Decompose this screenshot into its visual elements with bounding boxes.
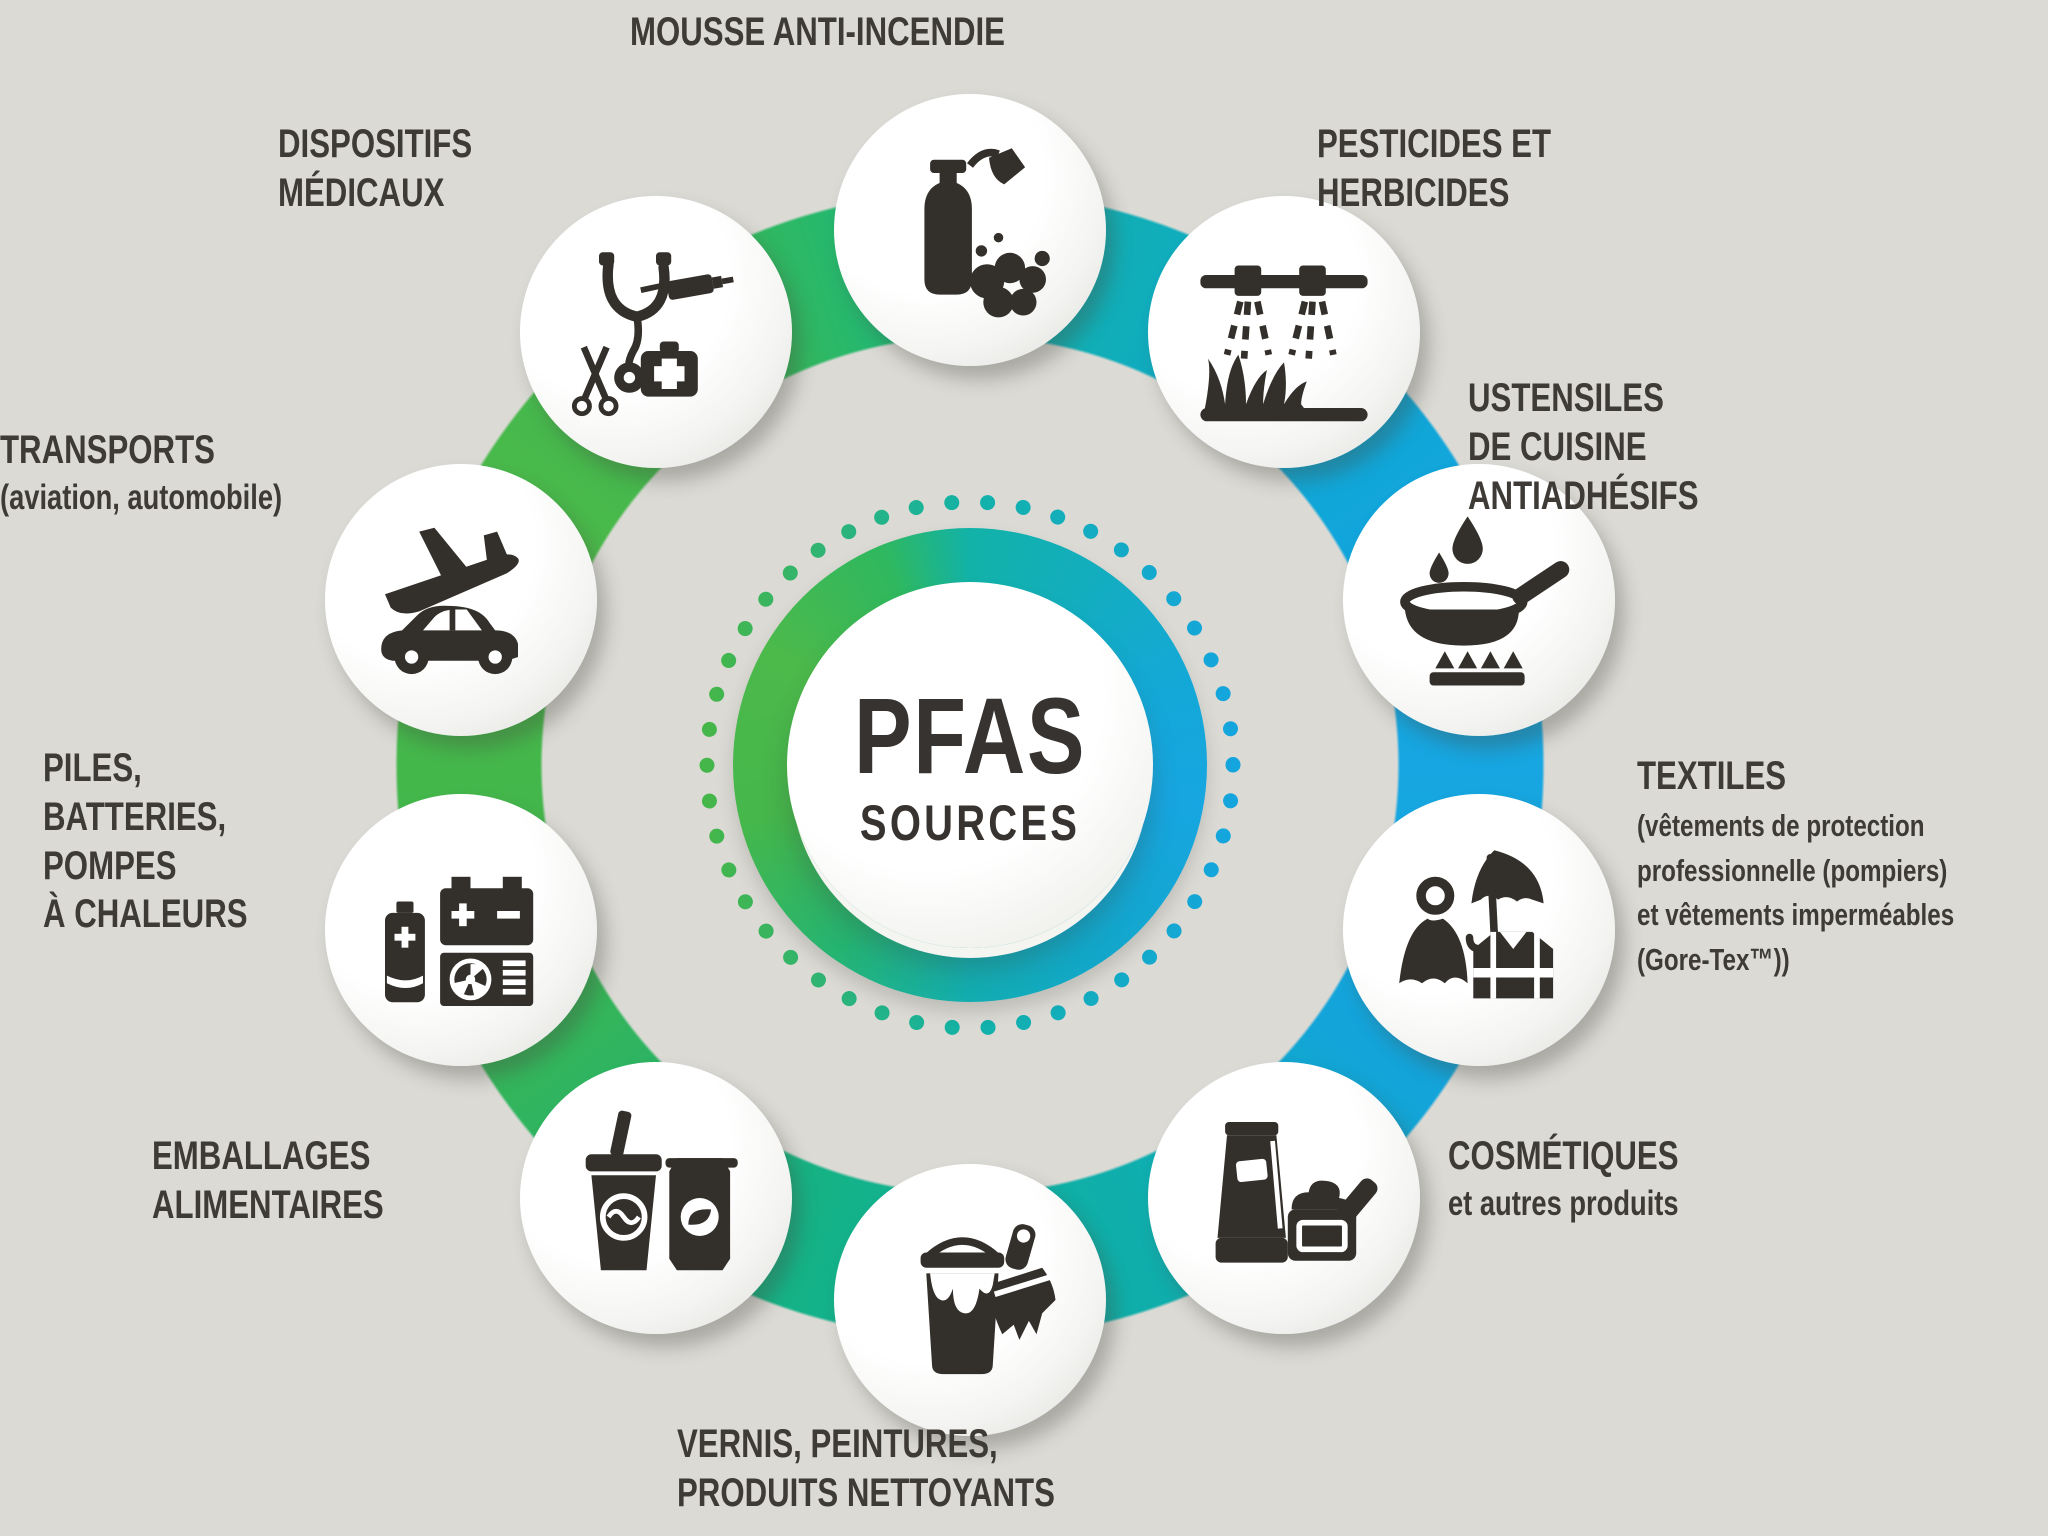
label-subline: (aviation, automobile) (0, 477, 283, 517)
source-circle-transports (325, 464, 597, 736)
battery-heat-pump-icon (385, 876, 534, 1006)
label-line: DISPOSITIFS (278, 122, 473, 166)
source-circle-emballages (520, 1062, 792, 1334)
label-line: HERBICIDES (1317, 170, 1510, 215)
center-subtitle: SOURCES (859, 795, 1081, 851)
label-transports: TRANSPORTS (aviation, automobile) (0, 426, 282, 520)
label-subline: professionnelle (pompiers) (1637, 852, 1948, 888)
label-mousse-anti-incendie: MOUSSE ANTI-INCENDIE (630, 8, 1005, 57)
label-line: À CHALEURS (43, 892, 248, 937)
paint-bucket-brush-icon (920, 1224, 1056, 1375)
label-line: TRANSPORTS (0, 428, 215, 472)
label-subline: et autres produits (1448, 1183, 1679, 1223)
source-circle-mousse (834, 94, 1106, 366)
cosmetics-icon (1215, 1122, 1378, 1263)
source-circle-ustensiles (1343, 464, 1615, 736)
label-line: BATTERIES, (43, 794, 227, 839)
label-line: PESTICIDES ET (1317, 122, 1552, 166)
source-circle-pesticides (1148, 196, 1420, 468)
label-line: POMPES (43, 843, 177, 888)
plane-car-icon (381, 527, 519, 675)
label-line: ANTIADHÉSIFS (1468, 473, 1699, 518)
label-line: PRODUITS NETTOYANTS (677, 1470, 1055, 1515)
food-packaging-icon (585, 1110, 738, 1271)
dotted-circle-icon (699, 494, 1241, 1036)
label-vernis-peintures: VERNIS, PEINTURES, PRODUITS NETTOYANTS (677, 1420, 1055, 1518)
label-subline: (vêtements de protection (1637, 807, 1925, 843)
label-line: USTENSILES (1468, 376, 1664, 420)
label-piles-batteries: PILES, BATTERIES, POMPES À CHALEURS (43, 744, 248, 939)
label-dispositifs-medicaux: DISPOSITIFS MÉDICAUX (278, 120, 472, 218)
source-circle-textiles (1343, 794, 1615, 1066)
label-ustensiles-cuisine: USTENSILES DE CUISINE ANTIADHÉSIFS (1468, 374, 1699, 520)
center-title: PFAS (853, 675, 1087, 796)
label-subline: et vêtements imperméables (1637, 897, 1955, 933)
frying-pan-icon (1400, 516, 1570, 686)
label-textiles: TEXTILES (vêtements de protection profes… (1637, 752, 1954, 980)
label-line: EMBALLAGES (152, 1134, 371, 1178)
source-circle-cosmetiques (1148, 1062, 1420, 1334)
protective-clothing-icon (1399, 850, 1554, 999)
label-line: VERNIS, PEINTURES, (677, 1422, 998, 1466)
source-circle-dispositifs (520, 196, 792, 468)
label-line: COSMÉTIQUES (1448, 1134, 1679, 1178)
medical-devices-icon (571, 252, 734, 417)
label-line: MÉDICAUX (278, 170, 445, 215)
label-cosmetiques: COSMÉTIQUES et autres produits (1448, 1132, 1679, 1226)
label-line: MOUSSE ANTI-INCENDIE (630, 10, 1005, 54)
crop-sprayer-icon (1200, 265, 1368, 422)
source-circle-vernis (834, 1164, 1106, 1436)
label-pesticides-herbicides: PESTICIDES ET HERBICIDES (1317, 120, 1551, 218)
label-subline: (Gore-Tex™)) (1637, 942, 1790, 978)
fire-extinguisher-icon (924, 148, 1050, 318)
label-line: ALIMENTAIRES (152, 1182, 384, 1227)
label-line: PILES, (43, 746, 142, 790)
center-text: PFAS SOURCES (853, 675, 1087, 851)
center-circle: PFAS SOURCES (787, 582, 1153, 948)
label-line: TEXTILES (1637, 754, 1787, 798)
source-circle-piles (325, 794, 597, 1066)
label-line: DE CUISINE (1468, 424, 1647, 469)
label-emballages-alimentaires: EMBALLAGES ALIMENTAIRES (152, 1132, 384, 1230)
